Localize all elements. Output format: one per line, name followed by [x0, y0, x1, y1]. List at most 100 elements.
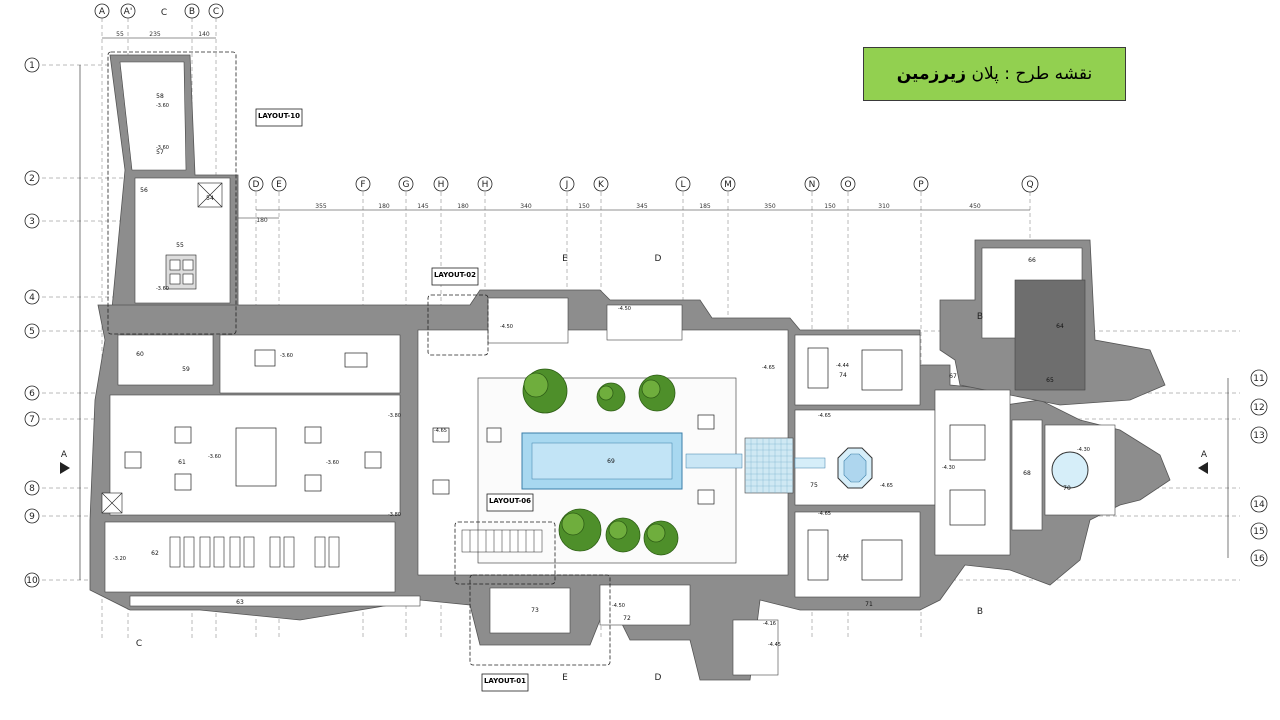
dimension-label: 180: [378, 203, 390, 210]
grid-label: 2: [29, 174, 35, 184]
dimension-label: 340: [520, 203, 532, 210]
level-label: -4.65: [818, 511, 831, 517]
dimension-label: 140: [198, 31, 210, 38]
layout-tag-label-01: LAYOUT-01: [484, 677, 526, 685]
grid-label: F: [360, 180, 365, 190]
dimension-label: 235: [149, 31, 161, 38]
section-markers: A A B B C C E E D D: [60, 8, 1208, 683]
level-label: -3.60: [280, 353, 293, 359]
level-label: -3.60: [208, 454, 221, 460]
grid-label: E: [276, 180, 282, 190]
room-number: 59: [182, 366, 190, 373]
level-label: -4.44: [836, 363, 849, 369]
level-label: -4.65: [880, 483, 893, 489]
grid-label: D: [253, 180, 260, 190]
grid-label: 5: [29, 327, 35, 337]
plan-title-prefix: نقشه طرح : پلان: [971, 64, 1093, 84]
section-mark-label: A: [1201, 450, 1208, 460]
grid-bubbles-right: [1250, 369, 1268, 567]
grid-label: K: [598, 180, 605, 190]
grid-label: G: [403, 180, 410, 190]
dimension-label: 185: [699, 203, 711, 210]
room-number: 61: [178, 459, 186, 466]
section-mark-label: C: [161, 8, 167, 18]
grid-bubbles-top: [94, 3, 1039, 193]
grid-label: H: [438, 180, 445, 190]
tiled-basin: [744, 437, 826, 494]
room-number: 69: [607, 458, 615, 465]
room-number: 72: [623, 615, 631, 622]
room-number: 75: [810, 482, 818, 489]
dimension-labels: 55 235 140 355 180 145 180 340 150 345 1…: [116, 31, 981, 224]
kitchen-unit: [101, 182, 223, 514]
level-label: -4.30: [942, 465, 955, 471]
dimension-label: 150: [824, 203, 836, 210]
furniture-tables: [124, 347, 986, 581]
grid-label: B: [189, 7, 195, 17]
grid-label: 6: [29, 389, 35, 399]
grid-label: A: [99, 7, 106, 17]
section-arrow-icon: [60, 462, 70, 474]
grid-label: 9: [29, 512, 35, 522]
grid-bubbles-left: [24, 57, 40, 588]
staircase: [461, 529, 543, 553]
section-mark-label: D: [655, 254, 662, 264]
level-label: -3.60: [156, 286, 169, 292]
room-number-labels: 58 57 56 54 55 60 59 61 62 63 64 65 66 6…: [136, 93, 1071, 622]
layout-tag-label-06: LAYOUT-06: [489, 497, 531, 505]
level-label: -3.80: [388, 512, 401, 518]
layout-tag-label-02: LAYOUT-02: [434, 271, 476, 279]
level-label: -4.65: [818, 413, 831, 419]
grid-label: 8: [29, 484, 35, 494]
grid-label: 10: [26, 576, 38, 586]
grid-label: 1: [29, 61, 35, 71]
grid-bubble-C: [208, 3, 224, 19]
courtyard-trees: [522, 368, 679, 556]
grid-label: 16: [1253, 554, 1265, 564]
grid-bubble-A2: [120, 3, 136, 19]
room-number: 74: [839, 372, 847, 379]
dimension-label: 345: [636, 203, 648, 210]
dimension-label: 55: [116, 31, 124, 38]
grid-labels-left: 1 2 3 4 5 6 7 8 9 10: [26, 61, 38, 586]
grid-label: 15: [1253, 527, 1264, 537]
plan-title-box: نقشه طرح : پلان زیرزمین: [863, 47, 1126, 101]
dimension-label: 180: [457, 203, 469, 210]
room-number: 54: [206, 195, 214, 202]
room-number: 58: [156, 93, 164, 100]
grid-label: P: [918, 180, 924, 190]
grid-label: C: [213, 7, 219, 17]
room-number: 55: [176, 242, 184, 249]
dimension-label: 180: [256, 217, 268, 224]
section-mark-label: E: [562, 673, 568, 683]
grid-labels-top: A A' B C D E F G H H J K L M N O P Q: [99, 7, 1034, 190]
round-basin: [1051, 451, 1089, 489]
room-number: 63: [236, 599, 244, 606]
room-number: 60: [136, 351, 144, 358]
level-label: -3.60: [326, 460, 339, 466]
level-label: -4.65: [434, 428, 447, 434]
booth-seats: [169, 536, 340, 568]
room-number: 65: [1046, 377, 1054, 384]
grid-label: O: [844, 180, 851, 190]
section-arrow-icon: [1198, 462, 1208, 474]
water-channel: [685, 453, 743, 469]
room-number: 56: [140, 187, 148, 194]
level-label: -4.50: [618, 306, 631, 312]
grid-label: 14: [1253, 500, 1265, 510]
grid-label: 7: [29, 415, 35, 425]
grid-labels-right: 11 12 13 14 15 16: [1253, 374, 1265, 564]
grid-label: M: [724, 180, 732, 190]
level-label: -3.20: [113, 556, 126, 562]
grid-label: J: [565, 180, 569, 190]
grid-label: 13: [1253, 431, 1264, 441]
layout-tag-label-10: LAYOUT-10: [258, 112, 300, 120]
dimension-label: 150: [578, 203, 590, 210]
layout-tag-06: LAYOUT-06: [486, 493, 534, 512]
level-label: -4.45: [768, 642, 781, 648]
dimension-label: 355: [315, 203, 327, 210]
room-number: 64: [1056, 323, 1064, 330]
room-number: 76: [839, 556, 847, 563]
